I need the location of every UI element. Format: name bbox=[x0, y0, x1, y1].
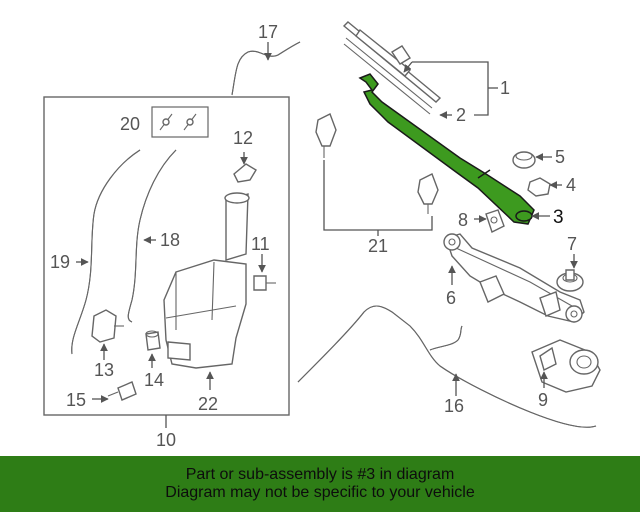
wiper-motor-9 bbox=[531, 339, 601, 393]
callout-19[interactable]: 19 bbox=[50, 252, 70, 272]
callout-9[interactable]: 9 bbox=[538, 390, 548, 410]
callout-12[interactable]: 12 bbox=[233, 128, 253, 148]
wiper-blade bbox=[342, 21, 442, 115]
nut-4 bbox=[527, 177, 551, 197]
parts-diagram: 1 2 3 4 5 6 7 8 9 10 11 12 13 14 15 16 1… bbox=[43, 21, 601, 450]
callout-21[interactable]: 21 bbox=[368, 236, 388, 256]
bolt-15 bbox=[107, 381, 137, 401]
callout-11[interactable]: 11 bbox=[251, 234, 270, 254]
clips-box-20 bbox=[151, 106, 209, 138]
banner-line-2: Diagram may not be specific to your vehi… bbox=[165, 484, 475, 501]
washer-pump-13 bbox=[91, 309, 124, 343]
callout-15[interactable]: 15 bbox=[66, 390, 86, 410]
callout-7[interactable]: 7 bbox=[567, 234, 577, 254]
washer-nozzle-left bbox=[315, 113, 337, 158]
callout-3[interactable]: 3 bbox=[553, 207, 564, 228]
banner-line-1: Part or sub-assembly is #3 in diagram bbox=[185, 466, 455, 483]
info-banner: Part or sub-assembly is #3 in diagram Di… bbox=[0, 456, 640, 512]
callout-8[interactable]: 8 bbox=[458, 210, 468, 230]
callout-4[interactable]: 4 bbox=[566, 175, 576, 195]
callout-17[interactable]: 17 bbox=[258, 22, 278, 42]
grommet-7 bbox=[556, 269, 584, 292]
reservoir-cap-12 bbox=[233, 163, 257, 183]
washer-reservoir-22 bbox=[163, 192, 250, 369]
callout-1[interactable]: 1 bbox=[500, 78, 510, 98]
callout-20[interactable]: 20 bbox=[120, 114, 140, 134]
callout-2[interactable]: 2 bbox=[456, 105, 466, 125]
washer-nozzle-right bbox=[417, 173, 439, 214]
bolt-11 bbox=[253, 275, 276, 291]
callout-18[interactable]: 18 bbox=[160, 230, 180, 250]
callout-10[interactable]: 10 bbox=[156, 430, 176, 450]
washer-hose-17 bbox=[231, 41, 301, 96]
hose-clips-20 bbox=[159, 113, 197, 131]
callout-22[interactable]: 22 bbox=[198, 394, 218, 414]
callout-6[interactable]: 6 bbox=[446, 288, 456, 308]
callout-13[interactable]: 13 bbox=[94, 360, 114, 380]
callout-16[interactable]: 16 bbox=[444, 396, 464, 416]
callout-14[interactable]: 14 bbox=[144, 370, 164, 390]
wiper-linkage-6 bbox=[443, 233, 585, 323]
grommet-14 bbox=[145, 330, 161, 351]
callout-5[interactable]: 5 bbox=[555, 147, 565, 167]
bracket-8 bbox=[485, 209, 505, 233]
